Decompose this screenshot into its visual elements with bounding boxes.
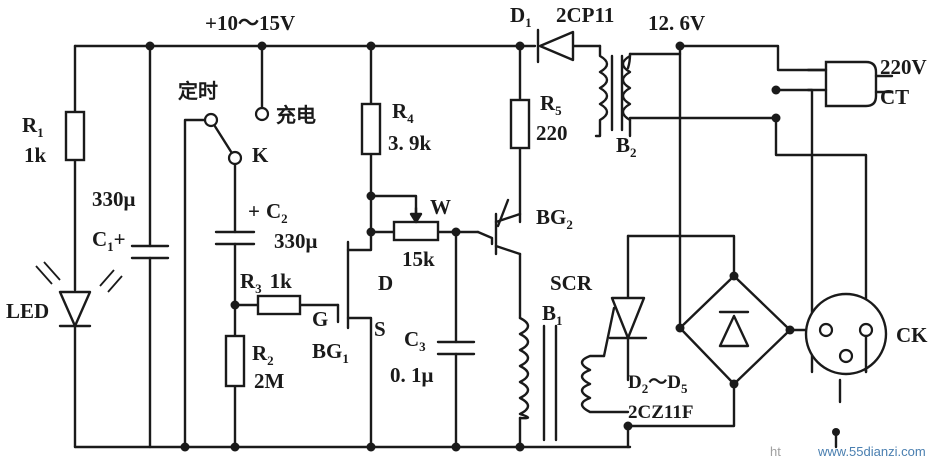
b2-transformer-icon [594,44,632,138]
wires [73,44,868,449]
switch-common-contact [227,150,243,166]
r5-value: 220 [536,121,568,145]
w-name: W [430,195,451,219]
r4-resistor [360,102,382,156]
socket-label: CK [896,323,928,347]
r2-resistor [224,334,246,388]
d1-name: D1 [510,3,532,30]
c2-value: 330μ [274,229,318,253]
bg1-drain-label: D [378,271,393,295]
supply-voltage-label: +10～15V [205,11,295,35]
bridge-name: D2～D5 [628,372,688,396]
d1-diode-icon [536,28,575,64]
c1-value: 330μ [92,187,136,211]
c1-name: C1+ [92,227,126,254]
led-diode-icon [35,261,123,328]
scr-thyristor-icon [608,296,648,340]
r4-name: R4 [392,99,414,126]
switch-k-label: K [252,143,269,167]
charge-label: 充电 [276,103,316,127]
bg2-name: BG2 [536,205,573,232]
d1-value: 2CP11 [556,3,614,27]
r2-value: 2M [254,369,285,393]
scr-trigger-coil-icon [580,354,630,414]
w-value: 15k [402,247,435,271]
b2-voltage: 12. 6V [648,11,705,35]
bridge-rectifier-icon [678,274,792,386]
socket-icon [804,292,888,376]
r3-resistor [256,294,302,316]
timer-label: 定时 [178,79,218,103]
switch-charge-contact [254,106,270,122]
r5-resistor [509,98,531,150]
r1-resistor [64,110,86,162]
c3-capacitor [436,340,476,356]
w-potentiometer-icon [392,206,440,242]
r1-name: R1 [22,113,44,140]
c3-value: 0. 1μ [390,363,434,387]
b1-inductor-icon [518,316,558,442]
switch-timer-contact [203,112,219,128]
b1-name: B1 [542,301,563,328]
junction-dots [145,41,840,452]
r5-name: R5 [540,91,562,118]
b2-name: B2 [616,133,637,160]
switch-k-lever [209,118,237,160]
bg1-transistor-icon [336,240,350,330]
plug-voltage-label: 220V [880,55,927,79]
bg1-name: BG1 [312,339,349,366]
r2-name: R2 [252,341,274,368]
r4-value: 3. 9k [388,131,432,155]
bg1-source-label: S [374,317,386,341]
plug-icon [806,60,894,108]
watermark-prefix: ht [770,444,781,459]
bridge-value: 2CZ11F [628,402,693,423]
led-label: LED [6,299,49,323]
c1-capacitor [130,244,170,260]
bg1-gate-label: G [312,307,328,331]
c2-capacitor [214,230,256,246]
c3-name: C3 [404,327,426,354]
plug-name-label: CT [880,85,909,109]
scr-label: SCR [550,271,593,295]
watermark-site: www.55dianzi.com [817,444,926,459]
c2-name: +C2 [248,199,288,226]
r1-value: 1k [24,143,47,167]
bg2-transistor-icon [476,198,522,256]
